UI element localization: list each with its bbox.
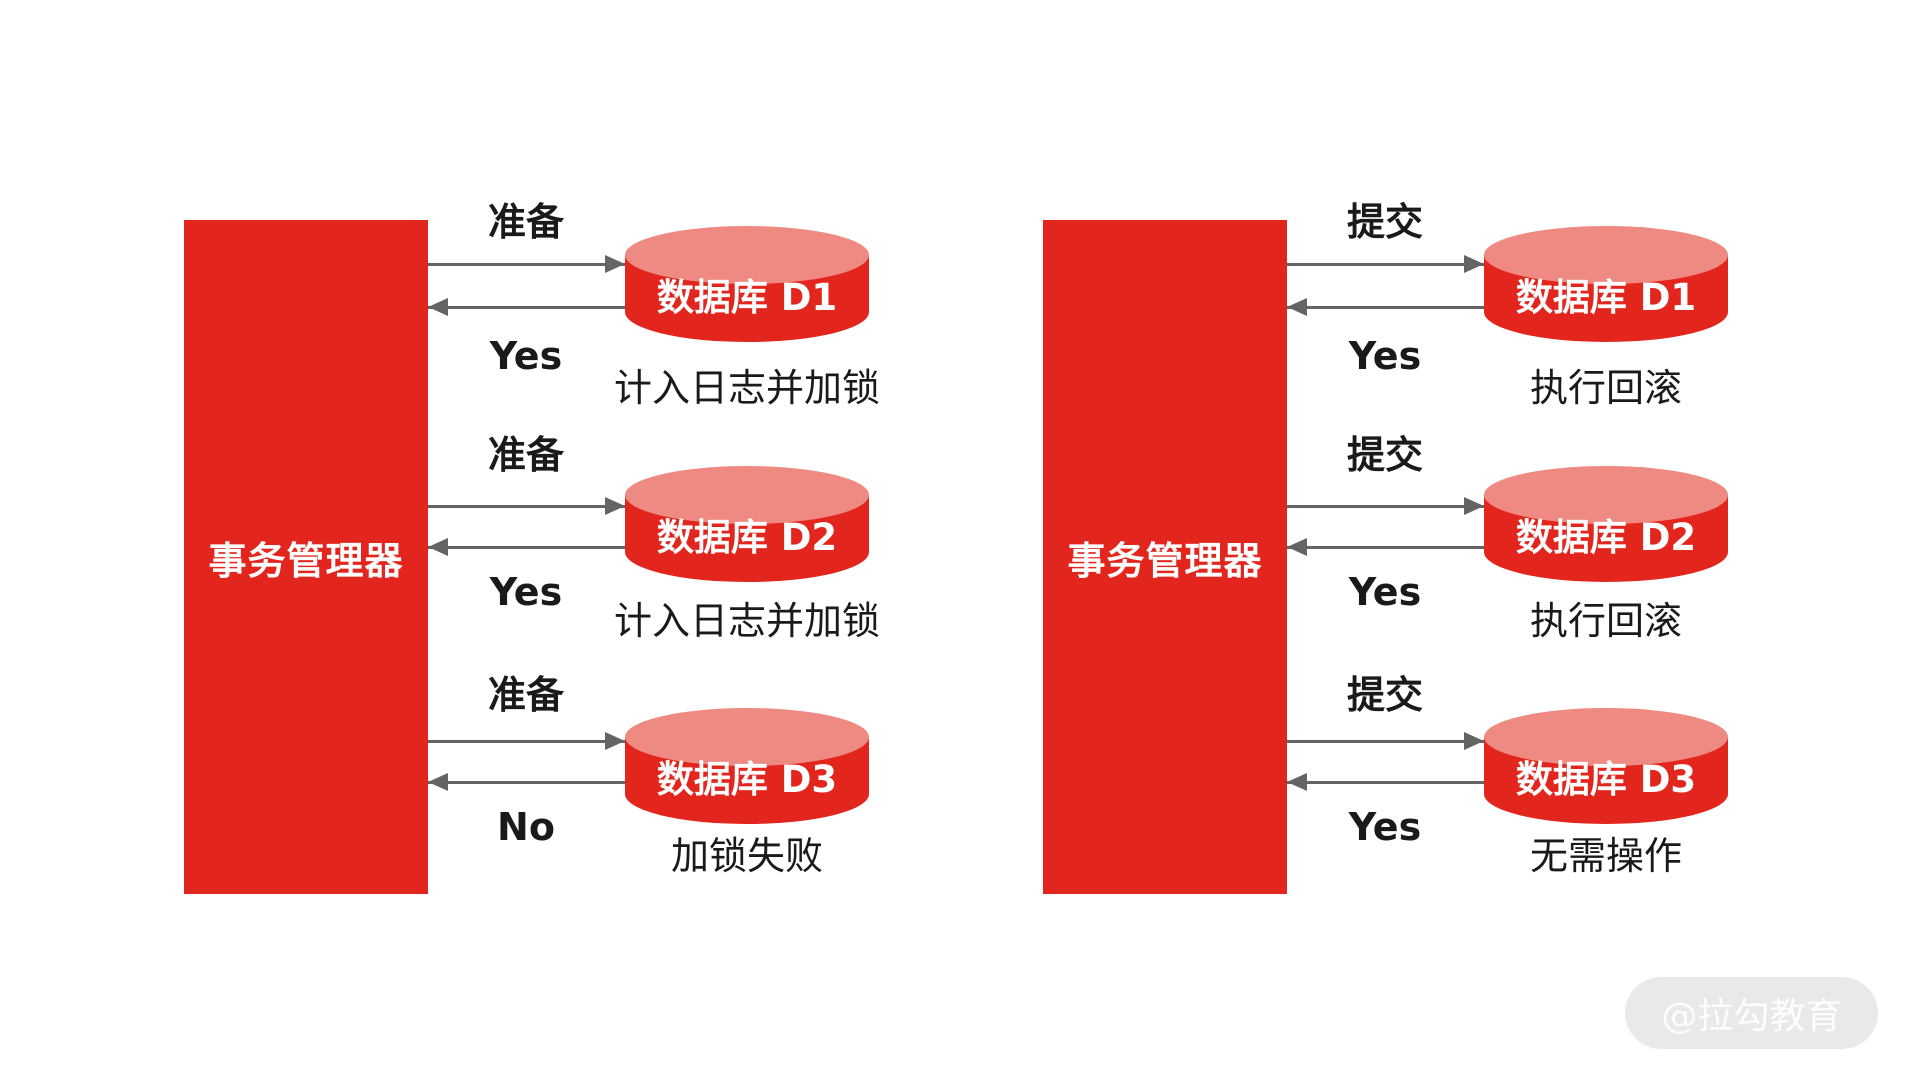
response-arrow: [1287, 773, 1484, 791]
database-caption: 执行回滚: [1529, 366, 1682, 410]
response-arrow: [428, 773, 625, 791]
response-label: Yes: [1348, 570, 1422, 614]
transaction-manager-box: 事务管理器: [184, 220, 428, 894]
request-label: 提交: [1346, 433, 1423, 477]
response-label: Yes: [1348, 334, 1422, 378]
request-arrow: [428, 497, 625, 515]
transaction-manager-label: 事务管理器: [1067, 538, 1263, 583]
database-cylinder: 数据库 D2: [625, 466, 869, 582]
database-label: 数据库 D2: [656, 516, 838, 559]
cylinder-top: [1484, 466, 1728, 524]
request-arrow: [1287, 732, 1484, 750]
response-arrow: [428, 538, 625, 556]
response-label: Yes: [489, 570, 563, 614]
request-label: 准备: [487, 200, 564, 244]
response-label: Yes: [1348, 805, 1422, 849]
request-arrow: [1287, 255, 1484, 273]
database-caption: 计入日志并加锁: [613, 366, 880, 410]
request-arrow: [428, 255, 625, 273]
response-arrow: [1287, 538, 1484, 556]
request-label: 提交: [1346, 673, 1423, 717]
response-arrow: [1287, 298, 1484, 316]
response-arrow: [428, 298, 625, 316]
database-label: 数据库 D1: [656, 276, 838, 319]
request-arrow: [1287, 497, 1484, 515]
database-cylinder: 数据库 D3: [625, 708, 869, 824]
database-caption: 加锁失败: [670, 834, 823, 878]
cylinder-top: [1484, 226, 1728, 284]
database-label: 数据库 D2: [1515, 516, 1697, 559]
database-cylinder: 数据库 D1: [1484, 226, 1728, 342]
database-caption: 无需操作: [1529, 834, 1682, 878]
cylinder-top: [625, 466, 869, 524]
request-label: 准备: [487, 433, 564, 477]
transaction-manager-label: 事务管理器: [208, 538, 404, 583]
database-cylinder: 数据库 D3: [1484, 708, 1728, 824]
database-label: 数据库 D1: [1515, 276, 1697, 319]
cylinder-top: [625, 226, 869, 284]
response-label: Yes: [489, 334, 563, 378]
watermark-label: @拉勾教育: [1661, 996, 1842, 1037]
watermark-badge: @拉勾教育: [1625, 977, 1878, 1049]
database-cylinder: 数据库 D1: [625, 226, 869, 342]
cylinder-top: [1484, 708, 1728, 766]
request-arrow: [428, 732, 625, 750]
database-caption: 执行回滚: [1529, 599, 1682, 643]
request-label: 提交: [1346, 200, 1423, 244]
database-cylinder: 数据库 D2: [1484, 466, 1728, 582]
request-label: 准备: [487, 673, 564, 717]
database-caption: 计入日志并加锁: [613, 599, 880, 643]
cylinder-top: [625, 708, 869, 766]
database-label: 数据库 D3: [1515, 758, 1697, 801]
transaction-manager-box: 事务管理器: [1043, 220, 1287, 894]
response-label: No: [497, 805, 555, 849]
database-label: 数据库 D3: [656, 758, 838, 801]
